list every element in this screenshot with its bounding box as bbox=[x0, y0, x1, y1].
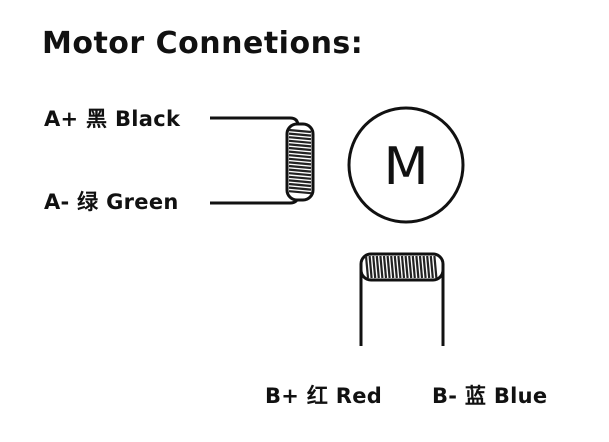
coil-b-winding bbox=[411, 255, 416, 279]
coil-a-winding bbox=[288, 143, 312, 148]
coil-a-winding bbox=[288, 136, 312, 141]
coil-b-winding bbox=[379, 255, 384, 279]
coil-a-winding bbox=[288, 128, 312, 134]
label-a-plus: A+ 黑 Black bbox=[44, 107, 181, 131]
coil-a-winding bbox=[288, 186, 312, 191]
coil-b-winding bbox=[372, 255, 377, 279]
coil-b-winding bbox=[404, 255, 409, 279]
coil-a-winding bbox=[288, 154, 312, 159]
label-a-minus: A- 绿 Green bbox=[44, 190, 179, 214]
coil-b-winding bbox=[393, 255, 398, 279]
coil-a-winding bbox=[288, 182, 312, 188]
coil-b-winding bbox=[408, 255, 413, 279]
coil-a bbox=[285, 122, 315, 202]
coil-b-winding bbox=[375, 255, 380, 279]
coil-b-winding bbox=[433, 255, 438, 279]
coil-b-winding bbox=[390, 255, 395, 279]
coil-a-winding bbox=[288, 146, 312, 152]
coil-b-winding bbox=[429, 255, 434, 279]
label-b-plus: B+ 红 Red bbox=[265, 384, 383, 408]
coil-b-winding bbox=[397, 255, 402, 279]
coil-a-winding bbox=[288, 161, 312, 166]
wire-a-plus bbox=[210, 116, 300, 127]
coil-a-winding bbox=[288, 157, 312, 162]
coil-a-winding bbox=[288, 139, 312, 144]
coil-a-winding bbox=[288, 175, 312, 180]
coil-b-winding bbox=[364, 255, 370, 279]
coil-a-winding bbox=[288, 172, 312, 177]
coil-b-winding bbox=[382, 255, 388, 279]
coil-b-winding bbox=[386, 255, 391, 279]
coil-b bbox=[359, 252, 445, 282]
coil-a-winding bbox=[288, 179, 312, 184]
motor-symbol bbox=[347, 106, 465, 224]
coil-b-winding bbox=[422, 255, 427, 279]
motor-letter: M bbox=[384, 137, 429, 197]
coil-a-winding bbox=[288, 132, 312, 137]
coil-a-winding bbox=[288, 168, 312, 173]
coil-a-winding bbox=[288, 190, 312, 195]
coil-b-winding bbox=[426, 255, 431, 279]
coil-b-winding bbox=[418, 255, 424, 279]
coil-b-winding bbox=[415, 255, 420, 279]
diagram-title: Motor Connetions: bbox=[42, 26, 364, 61]
coil-a-winding bbox=[288, 150, 312, 155]
coil-b-winding bbox=[368, 255, 373, 279]
wire-a-minus bbox=[210, 194, 300, 205]
label-b-minus: B- 蓝 Blue bbox=[432, 384, 548, 408]
coil-a-winding bbox=[288, 164, 312, 170]
coil-b-winding bbox=[400, 255, 406, 279]
